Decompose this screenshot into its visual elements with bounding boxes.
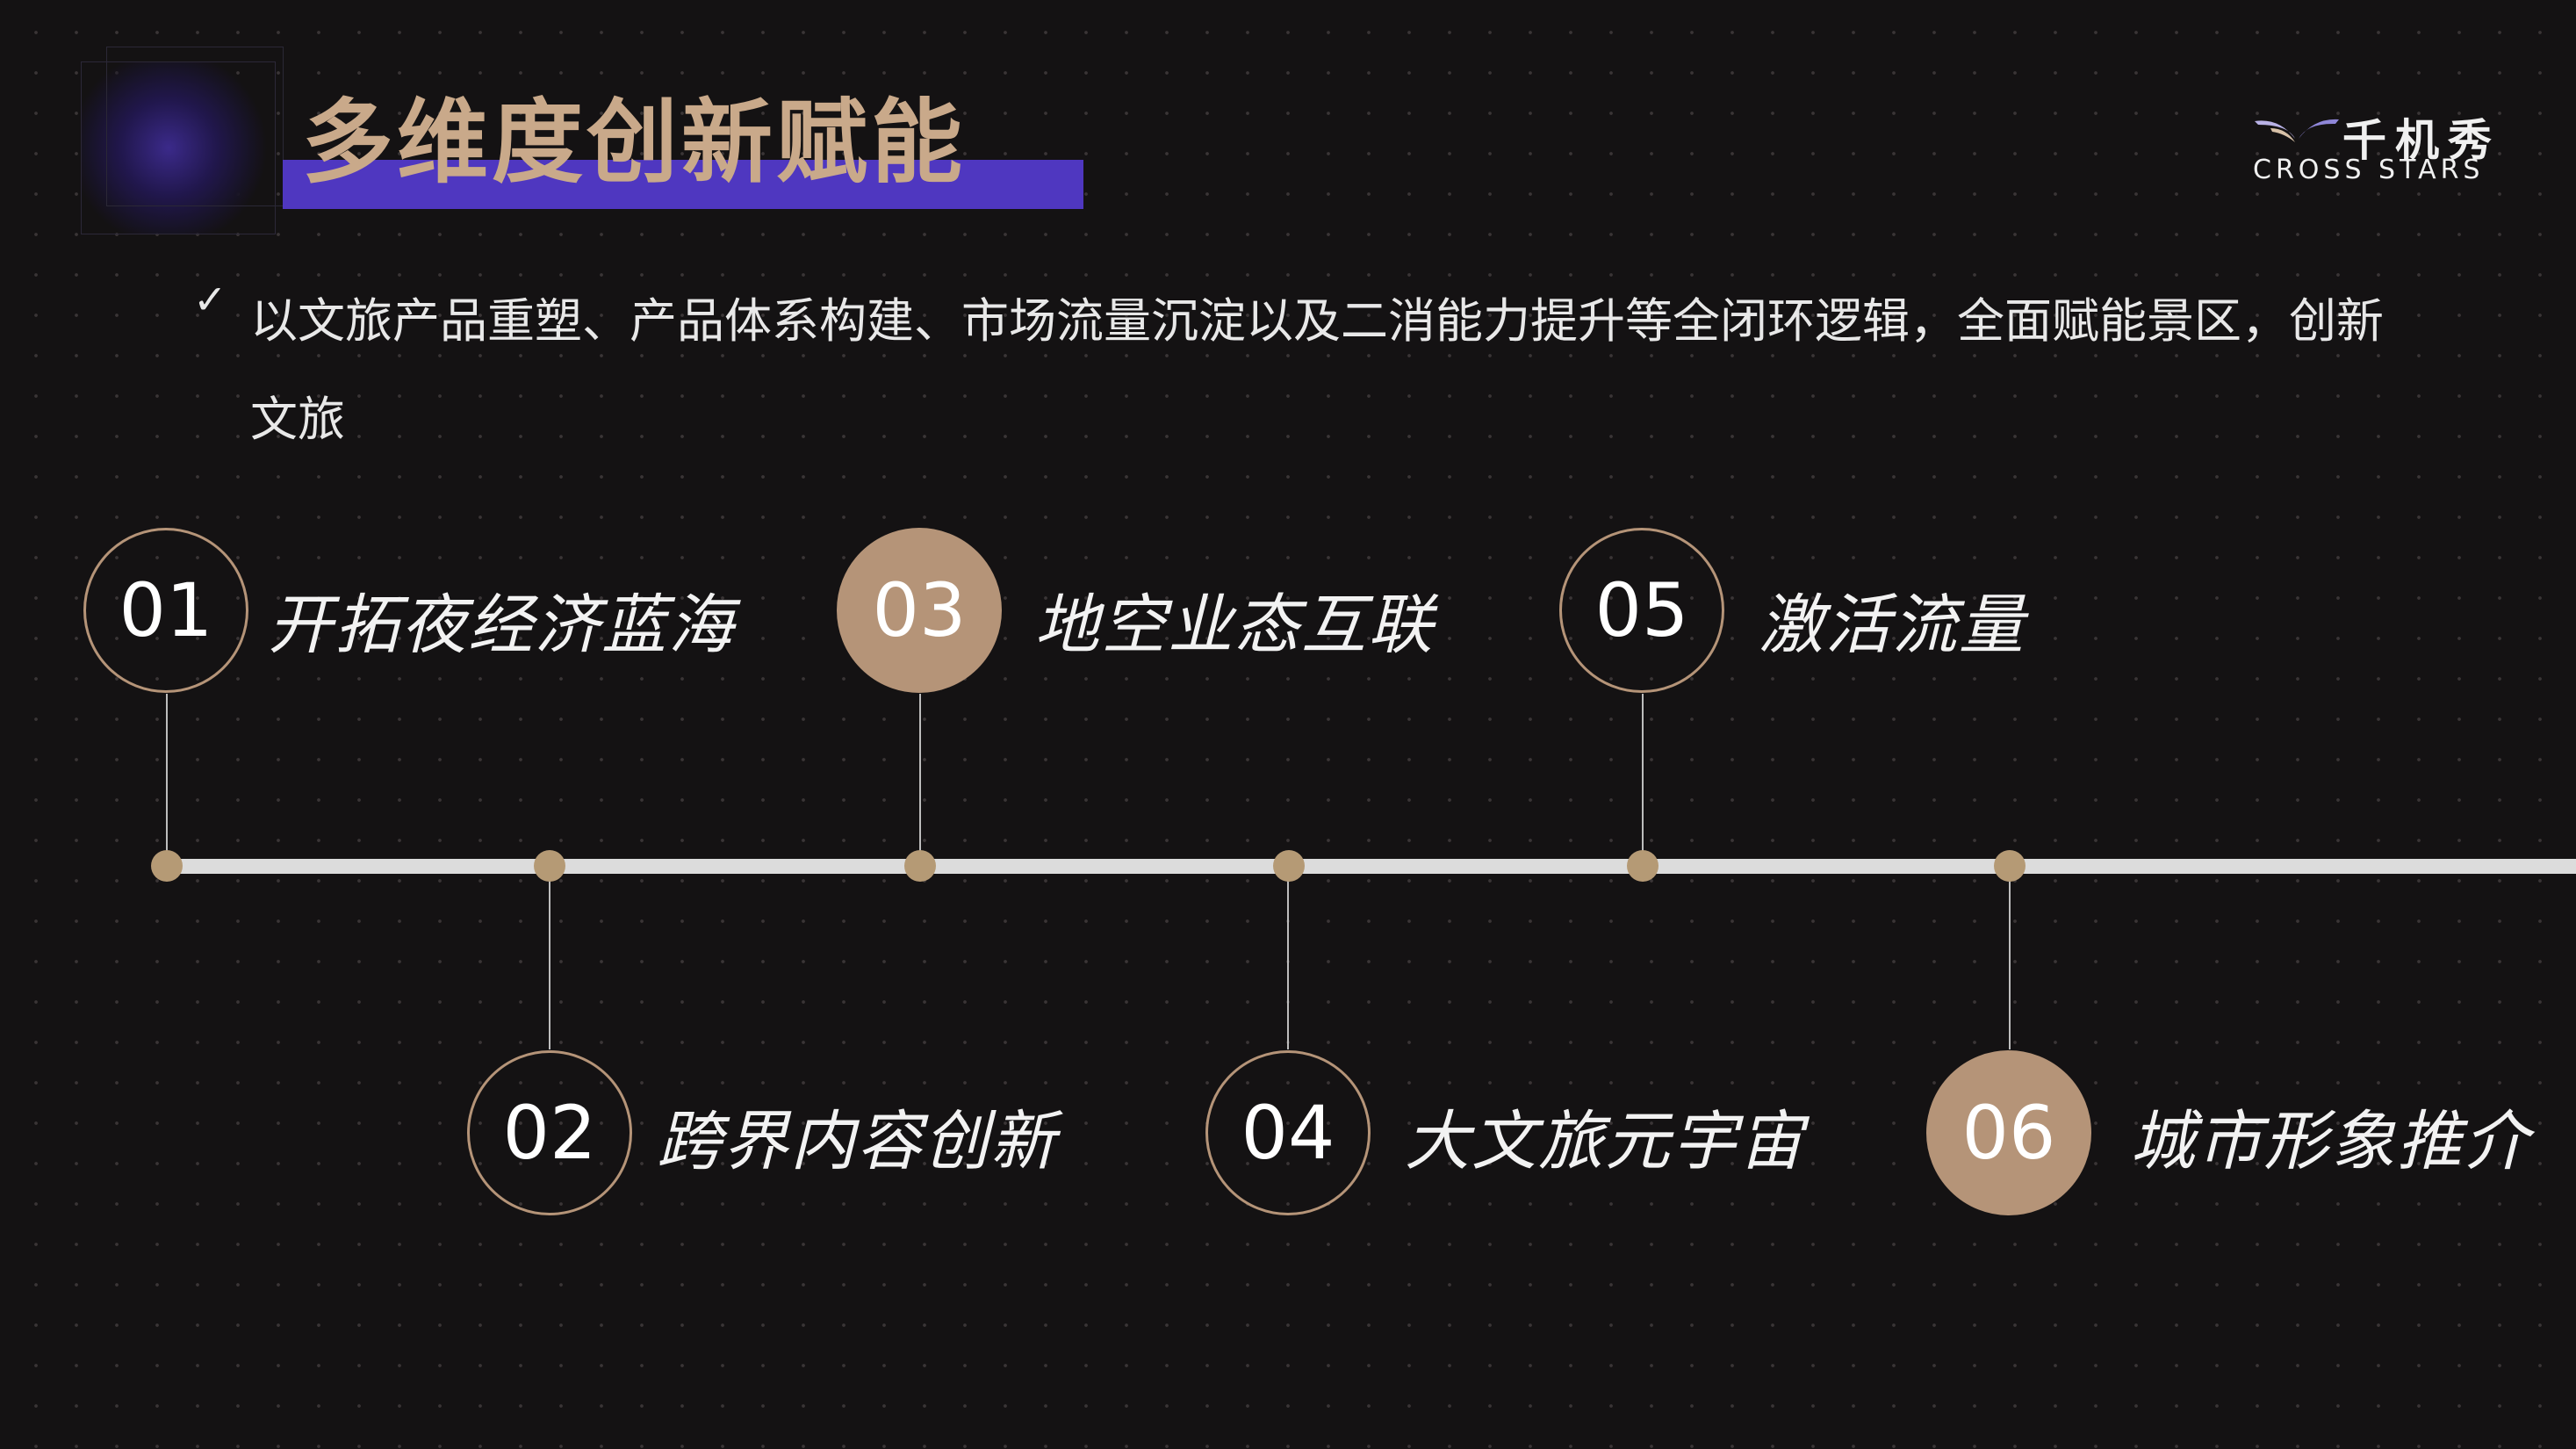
intro-bullet: ✓ 以文旅产品重塑、产品体系构建、市场流量沉淀以及二消能力提升等全闭环逻辑，全面… bbox=[193, 272, 2441, 469]
timeline-dot bbox=[151, 850, 183, 882]
cube-graphic bbox=[81, 47, 284, 234]
intro-text: 以文旅产品重塑、产品体系构建、市场流量沉淀以及二消能力提升等全闭环逻辑，全面赋能… bbox=[250, 293, 2384, 447]
timeline-stem bbox=[549, 874, 550, 1049]
item-label: 跨界内容创新 bbox=[657, 1104, 1057, 1179]
page-title: 多维度创新赋能 bbox=[302, 89, 967, 196]
wings-icon bbox=[2255, 119, 2339, 142]
logo-chinese-text: 千机秀 bbox=[2342, 115, 2500, 166]
timeline-stem bbox=[1287, 874, 1289, 1049]
timeline-stem bbox=[919, 694, 921, 859]
timeline-stem bbox=[166, 694, 168, 859]
timeline-dot bbox=[1273, 850, 1305, 882]
item-label: 开拓夜经济蓝海 bbox=[268, 588, 735, 663]
timeline-dot bbox=[904, 850, 936, 882]
item-label: 大文旅元宇宙 bbox=[1405, 1104, 1805, 1179]
item-number-circle: 06 bbox=[1926, 1050, 2091, 1215]
timeline-dot bbox=[534, 850, 565, 882]
item-number-circle: 01 bbox=[83, 528, 248, 693]
title-highlight-bar bbox=[283, 160, 1083, 209]
item-label: 地空业态互联 bbox=[1034, 588, 1435, 663]
timeline-dot bbox=[1627, 850, 1659, 882]
timeline-dot bbox=[1994, 850, 2026, 882]
title-block: 多维度创新赋能 bbox=[81, 47, 1083, 234]
brand-logo: 千机秀 CROSS STARS bbox=[2248, 105, 2502, 193]
item-number-circle: 05 bbox=[1559, 528, 1724, 693]
item-label: 城市形象推介 bbox=[2130, 1104, 2530, 1179]
timeline-stem bbox=[1642, 694, 1644, 859]
item-number-circle: 04 bbox=[1205, 1050, 1371, 1215]
check-icon: ✓ bbox=[193, 276, 227, 323]
item-number-circle: 02 bbox=[467, 1050, 632, 1215]
logo-english-text: CROSS STARS bbox=[2253, 155, 2485, 185]
item-label: 激活流量 bbox=[1759, 588, 2026, 663]
timeline-stem bbox=[2009, 874, 2011, 1049]
item-number-circle: 03 bbox=[837, 528, 1002, 693]
timeline-axis bbox=[165, 859, 2576, 874]
